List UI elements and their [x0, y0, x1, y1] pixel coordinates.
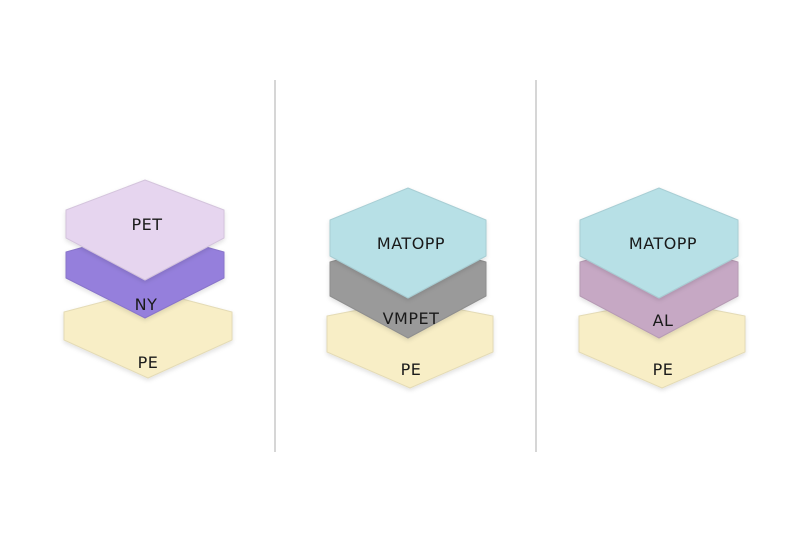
stack-3-label-pe: PE [653, 360, 674, 379]
stack-3-label-matopp: MATOPP [629, 234, 697, 253]
stack-1: PE NY PET [63, 179, 233, 379]
layer-block [326, 299, 494, 389]
stack-1-layer-pe: PE [63, 289, 233, 379]
stack-3-label-al: AL [653, 311, 674, 330]
stack-2: PE VMPET MATOPP [326, 187, 494, 389]
stack-1-label-pe: PE [138, 353, 159, 372]
stack-1-layer-pet: PET [65, 179, 225, 281]
stack-2-layer-matopp: MATOPP [329, 187, 487, 299]
layer-block [579, 187, 739, 299]
layer-block [63, 289, 233, 379]
layer-block [65, 179, 225, 281]
stack-3: PE AL MATOPP [578, 187, 746, 389]
stack-1-label-pet: PET [131, 215, 162, 234]
stack-1-label-ny: NY [135, 295, 158, 314]
stack-2-layer-pe: PE [326, 299, 494, 389]
stack-2-label-matopp: MATOPP [377, 234, 445, 253]
stack-2-label-pe: PE [401, 360, 422, 379]
stack-3-layer-pe: PE [578, 299, 746, 389]
layer-block [329, 187, 487, 299]
stack-2-label-vmpet: VMPET [383, 309, 440, 328]
layer-block [578, 299, 746, 389]
stack-3-layer-matopp: MATOPP [579, 187, 739, 299]
